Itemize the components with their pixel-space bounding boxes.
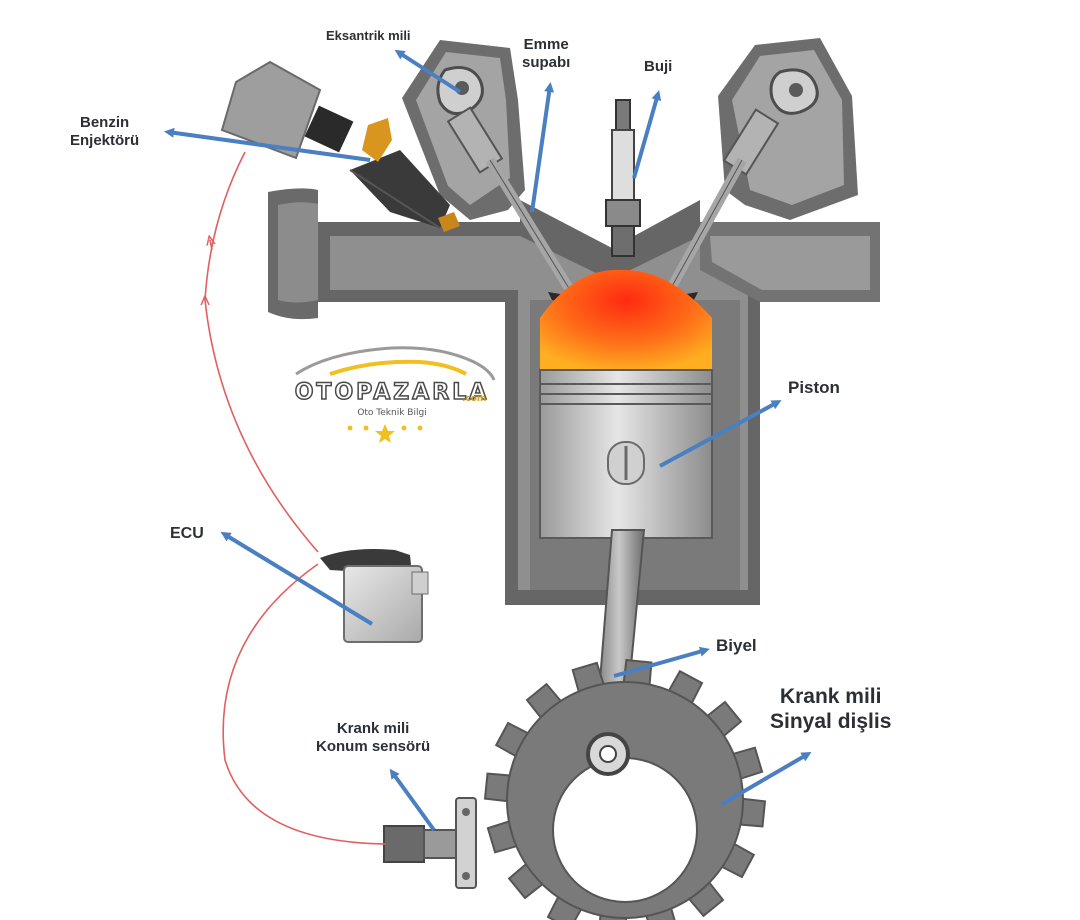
crank-signal-gear	[483, 658, 767, 920]
arrow-crank-gear	[720, 751, 812, 806]
fuel-injector	[304, 105, 460, 232]
watermark-name: OTOPAZARLA	[294, 379, 490, 406]
label-intake-valve: Emme supabı	[522, 36, 571, 71]
signal-wires	[205, 151, 387, 845]
camshaft-right	[769, 68, 819, 115]
arrow-intake-valve	[530, 82, 555, 213]
watermark-tld: .com	[462, 394, 487, 404]
arrow-piston	[659, 400, 782, 468]
arrow-crank-sensor	[389, 768, 436, 832]
star-icon	[363, 425, 369, 431]
star-icon	[417, 425, 423, 431]
label-crank-sensor: Krank mili Konum sensörü	[316, 720, 431, 755]
watermark-tagline: Oto Teknik Bilgi	[357, 408, 427, 418]
label-camshaft: Eksantrik mili	[326, 28, 411, 43]
arrow-con-rod	[613, 646, 710, 678]
label-con-rod: Biyel	[716, 636, 757, 655]
ecu-unit	[320, 549, 429, 643]
watermark-logo	[295, 346, 496, 443]
label-ecu: ECU	[170, 525, 204, 542]
arrow-camshaft	[394, 49, 462, 94]
label-arrows	[164, 49, 812, 832]
label-injector: Benzin Enjektörü	[70, 114, 140, 149]
label-spark-plug: Buji	[644, 58, 673, 75]
arrow-ecu	[220, 531, 374, 626]
star-icon	[375, 424, 395, 443]
arrow-injector	[164, 127, 371, 162]
injector-connector-box	[220, 60, 322, 160]
watermark: OTOPAZARLA .com Oto Teknik Bilgi	[282, 340, 502, 440]
star-icon	[401, 425, 407, 431]
combustion-flame	[540, 269, 712, 372]
arrow-spark-plug	[632, 90, 662, 179]
label-piston: Piston	[788, 378, 840, 397]
crank-position-sensor	[383, 797, 477, 889]
label-crank-gear: Krank mili Sinyal dişlis	[770, 685, 892, 734]
spark-plug	[605, 99, 641, 257]
star-icon	[347, 425, 353, 431]
